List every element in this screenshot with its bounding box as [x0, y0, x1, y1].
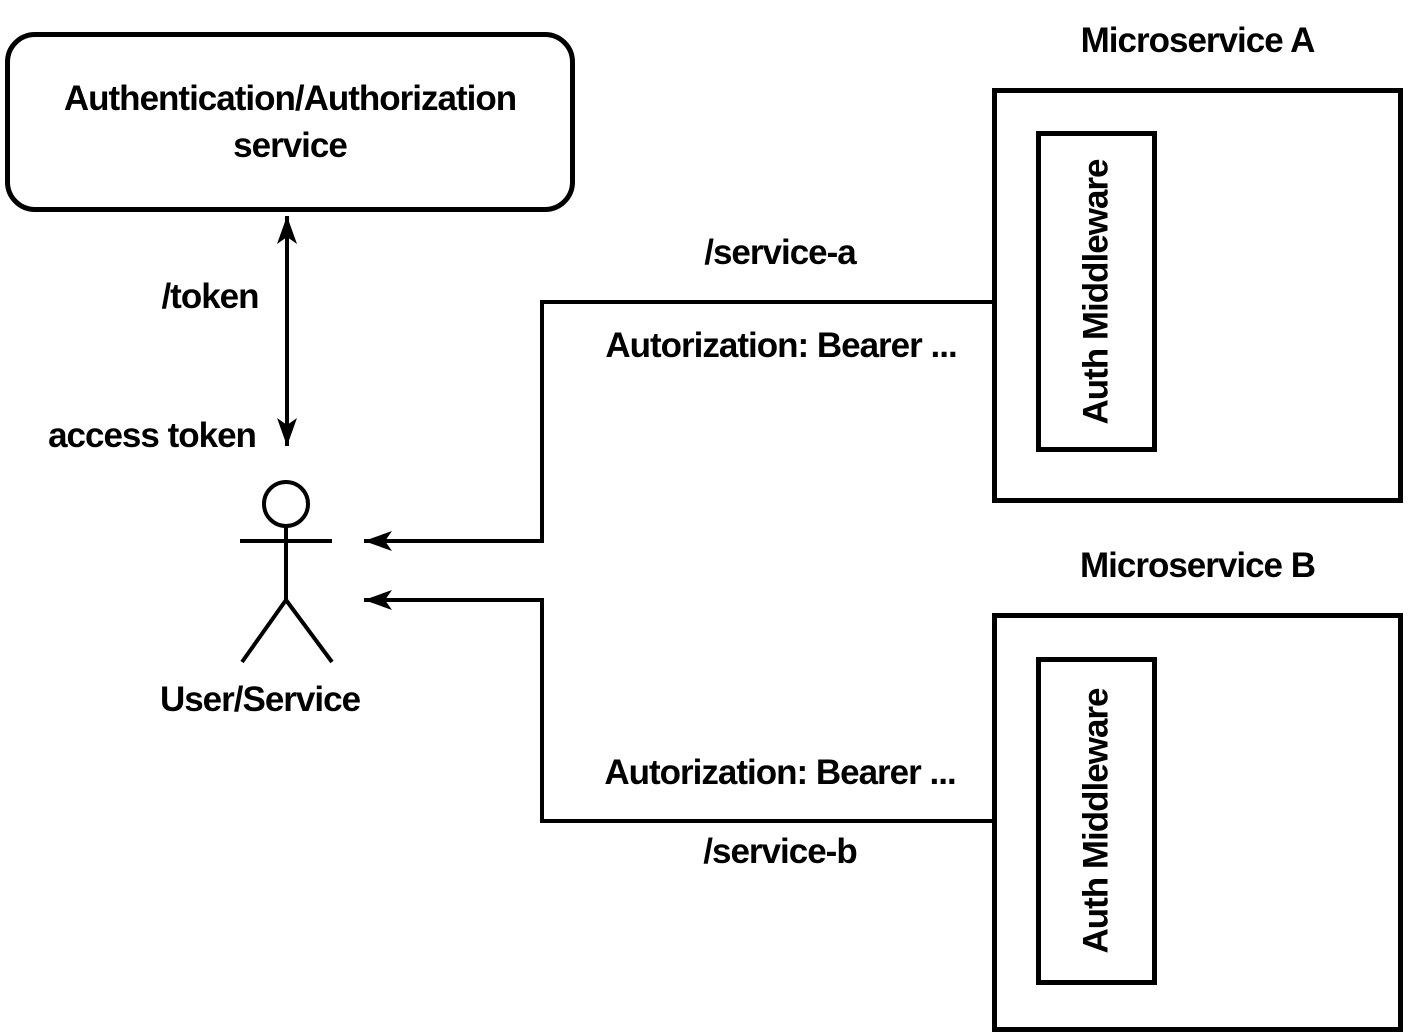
token-endpoint-label: /token	[161, 277, 259, 316]
service-b-path-label: /service-b	[703, 832, 857, 871]
service-b-auth-header-label: Autorization: Bearer ...	[604, 753, 956, 792]
auth-service-box: Authentication/Authorization service	[5, 32, 575, 212]
actor-head	[262, 480, 310, 528]
service-a-request-arrow	[364, 292, 1031, 551]
user-service-label: User/Service	[159, 680, 361, 719]
access-token-label: access token	[48, 416, 257, 455]
actor-right-leg	[284, 598, 334, 664]
auth-middleware-a-box: Auth Middleware	[1036, 131, 1157, 452]
auth-service-label-line2: service	[233, 126, 348, 165]
microservice-b-title: Microservice B	[1079, 546, 1316, 585]
service-b-request-arrow	[364, 590, 1031, 831]
user-actor-figure	[240, 480, 334, 664]
auth-middleware-a-label: Auth Middleware	[1076, 158, 1116, 425]
microservice-a-title: Microservice A	[1080, 21, 1316, 60]
service-a-auth-header-label: Autorization: Bearer ...	[605, 326, 957, 365]
service-a-path-label: /service-a	[704, 233, 857, 272]
auth-middleware-b-box: Auth Middleware	[1036, 657, 1157, 985]
auth-middleware-b-label: Auth Middleware	[1076, 688, 1116, 954]
auth-service-label-line1: Authentication/Authorization	[63, 79, 517, 118]
actor-left-leg	[240, 598, 288, 664]
